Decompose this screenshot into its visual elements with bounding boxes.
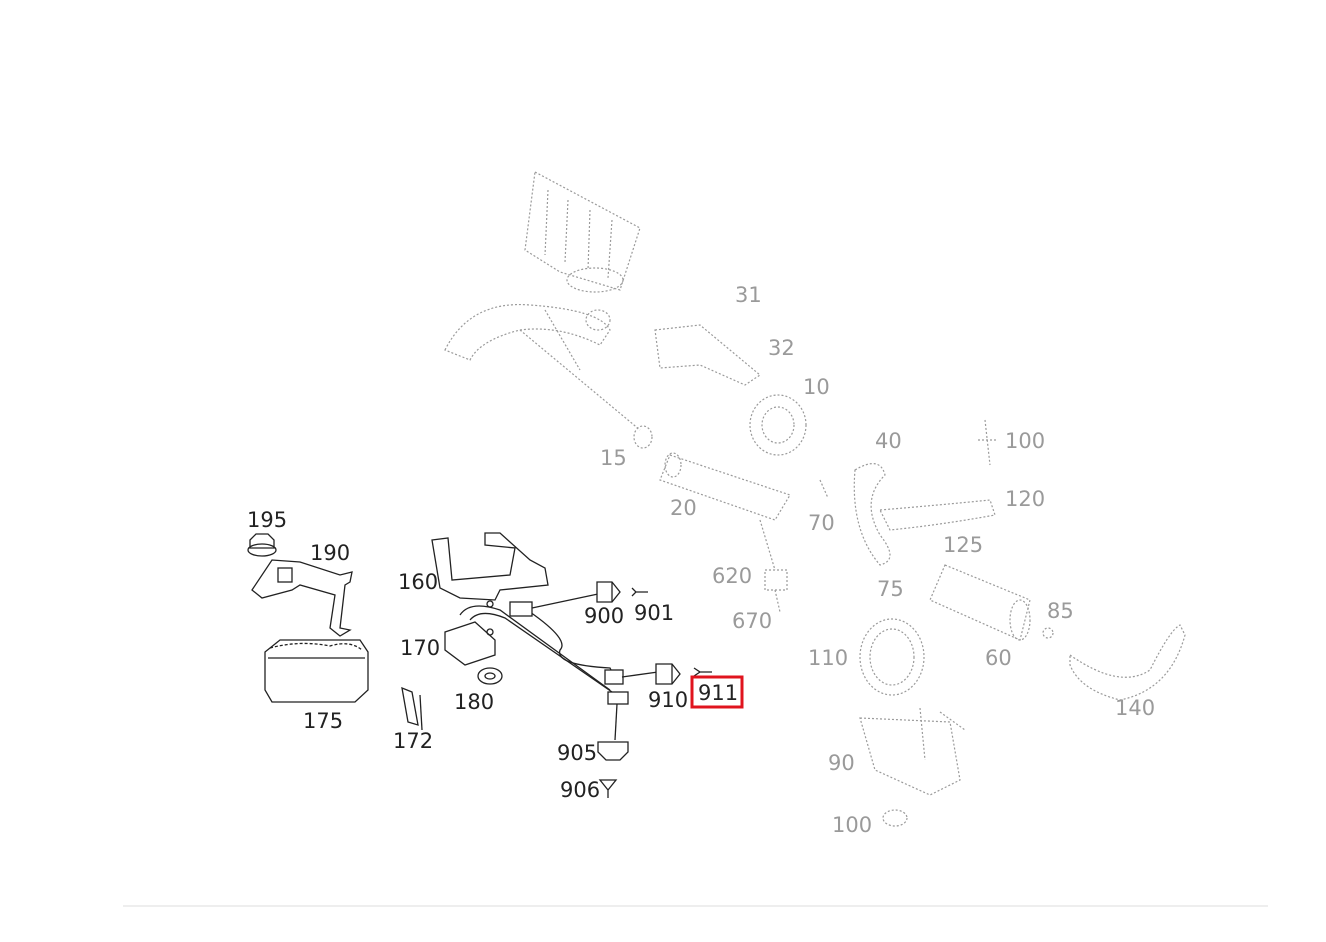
part-900[interactable] xyxy=(596,581,621,603)
part-170[interactable] xyxy=(444,621,496,666)
label-910[interactable]: 910 xyxy=(648,688,688,712)
label-100-lower[interactable]: 100 xyxy=(832,813,872,837)
part-905[interactable] xyxy=(597,741,629,761)
part-172[interactable] xyxy=(401,686,423,731)
label-70[interactable]: 70 xyxy=(808,511,835,535)
part-195[interactable] xyxy=(247,533,277,557)
label-170[interactable]: 170 xyxy=(400,636,440,660)
label-172[interactable]: 172 xyxy=(393,729,433,753)
part-160[interactable] xyxy=(431,532,549,608)
label-40[interactable]: 40 xyxy=(875,429,902,453)
part-911[interactable] xyxy=(693,667,712,677)
part-labels: 31 32 10 15 20 70 620 670 40 100 120 125… xyxy=(247,283,1155,837)
label-10[interactable]: 10 xyxy=(803,375,830,399)
label-901[interactable]: 901 xyxy=(634,601,674,625)
label-180[interactable]: 180 xyxy=(454,690,494,714)
label-60[interactable]: 60 xyxy=(985,646,1012,670)
label-32[interactable]: 32 xyxy=(768,336,795,360)
label-911[interactable]: 911 xyxy=(698,681,738,705)
label-140[interactable]: 140 xyxy=(1115,696,1155,720)
label-906[interactable]: 906 xyxy=(560,778,600,802)
label-670[interactable]: 670 xyxy=(732,609,772,633)
selected-part-highlight xyxy=(690,675,744,709)
part-180[interactable] xyxy=(477,667,503,685)
label-31[interactable]: 31 xyxy=(735,283,762,307)
part-190[interactable] xyxy=(251,559,353,637)
label-190[interactable]: 190 xyxy=(310,541,350,565)
label-175[interactable]: 175 xyxy=(303,709,343,733)
label-900[interactable]: 900 xyxy=(584,604,624,628)
part-910[interactable] xyxy=(655,663,681,685)
active-assembly xyxy=(247,532,712,798)
faint-assembly xyxy=(444,171,1186,827)
wiring-harness[interactable] xyxy=(459,593,659,741)
label-20[interactable]: 20 xyxy=(670,496,697,520)
label-85[interactable]: 85 xyxy=(1047,599,1074,623)
label-905[interactable]: 905 xyxy=(557,741,597,765)
part-175[interactable] xyxy=(264,639,369,703)
label-125[interactable]: 125 xyxy=(943,533,983,557)
label-120[interactable]: 120 xyxy=(1005,487,1045,511)
part-906[interactable] xyxy=(598,779,618,798)
label-75[interactable]: 75 xyxy=(877,577,904,601)
part-901[interactable] xyxy=(631,587,648,597)
label-160[interactable]: 160 xyxy=(398,570,438,594)
label-15[interactable]: 15 xyxy=(600,446,627,470)
label-90[interactable]: 90 xyxy=(828,751,855,775)
label-110[interactable]: 110 xyxy=(808,646,848,670)
label-620[interactable]: 620 xyxy=(712,564,752,588)
label-100-upper[interactable]: 100 xyxy=(1005,429,1045,453)
label-195[interactable]: 195 xyxy=(247,508,287,532)
